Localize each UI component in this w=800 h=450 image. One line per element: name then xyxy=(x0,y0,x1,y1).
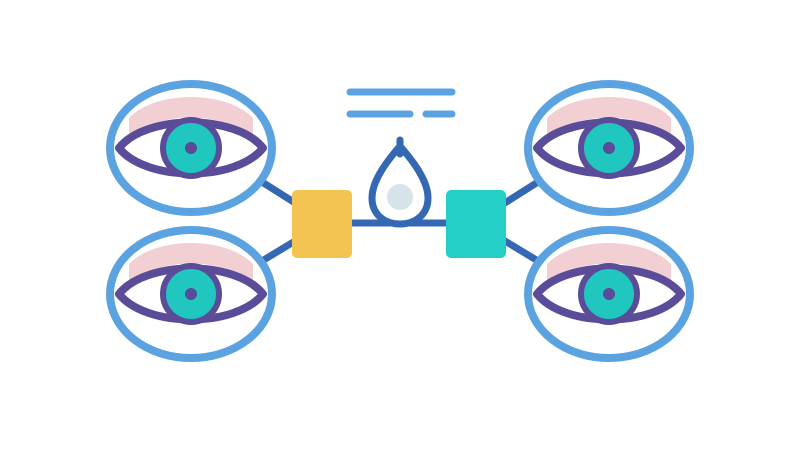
connector-line-bottom-right xyxy=(496,234,542,265)
eye-bottom-left-icon xyxy=(106,226,276,362)
text-lines-icon xyxy=(346,88,456,118)
eye-top-left-icon xyxy=(106,80,276,216)
eye-top-right-icon xyxy=(524,80,694,216)
connector-line-top-right xyxy=(496,178,542,210)
droplet-icon xyxy=(368,136,432,228)
eye-bottom-right-icon xyxy=(524,226,694,362)
yellow-node xyxy=(292,190,352,258)
teal-node xyxy=(446,190,506,258)
